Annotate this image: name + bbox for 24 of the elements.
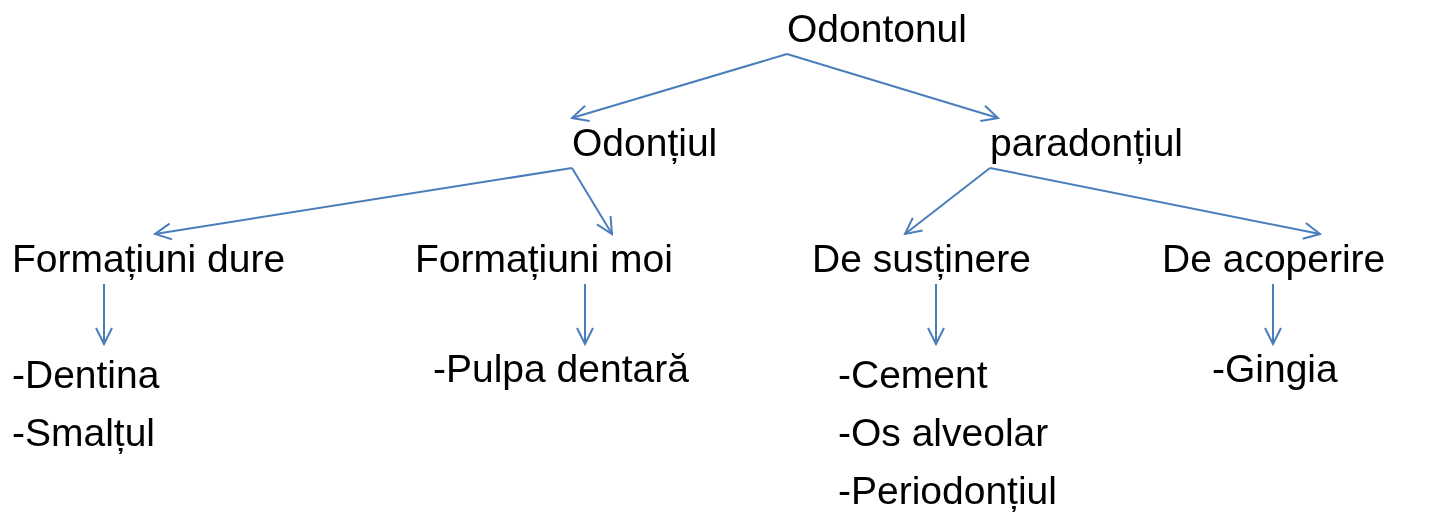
node-label: De susținere	[812, 236, 1031, 282]
list-item: -Periodonțiul	[838, 468, 1057, 514]
arrow	[786, 53, 999, 122]
list-item: -Os alveolar	[838, 410, 1049, 456]
arrow	[904, 167, 991, 235]
arrow	[989, 167, 1321, 240]
list-item: -Dentina	[12, 352, 160, 398]
node-label: -Gingia	[1212, 346, 1338, 392]
arrow	[927, 283, 945, 345]
node-label: Formațiuni dure	[12, 236, 286, 282]
list-item: -Smalțul	[12, 410, 156, 456]
arrow	[154, 167, 573, 241]
arrow	[571, 53, 788, 123]
arrow	[95, 283, 113, 345]
node-label: -Pulpa dentară	[433, 346, 689, 392]
node-label: De acoperire	[1162, 236, 1386, 282]
node-label: paradonțiul	[990, 120, 1183, 166]
arrow	[576, 283, 594, 345]
arrow	[1264, 283, 1282, 345]
arrow	[571, 167, 613, 235]
node-label: Odontonul	[787, 6, 967, 52]
list-item: -Cement	[838, 352, 988, 398]
node-label: Odonțiul	[572, 120, 718, 166]
node-label: Formațiuni moi	[415, 236, 673, 282]
